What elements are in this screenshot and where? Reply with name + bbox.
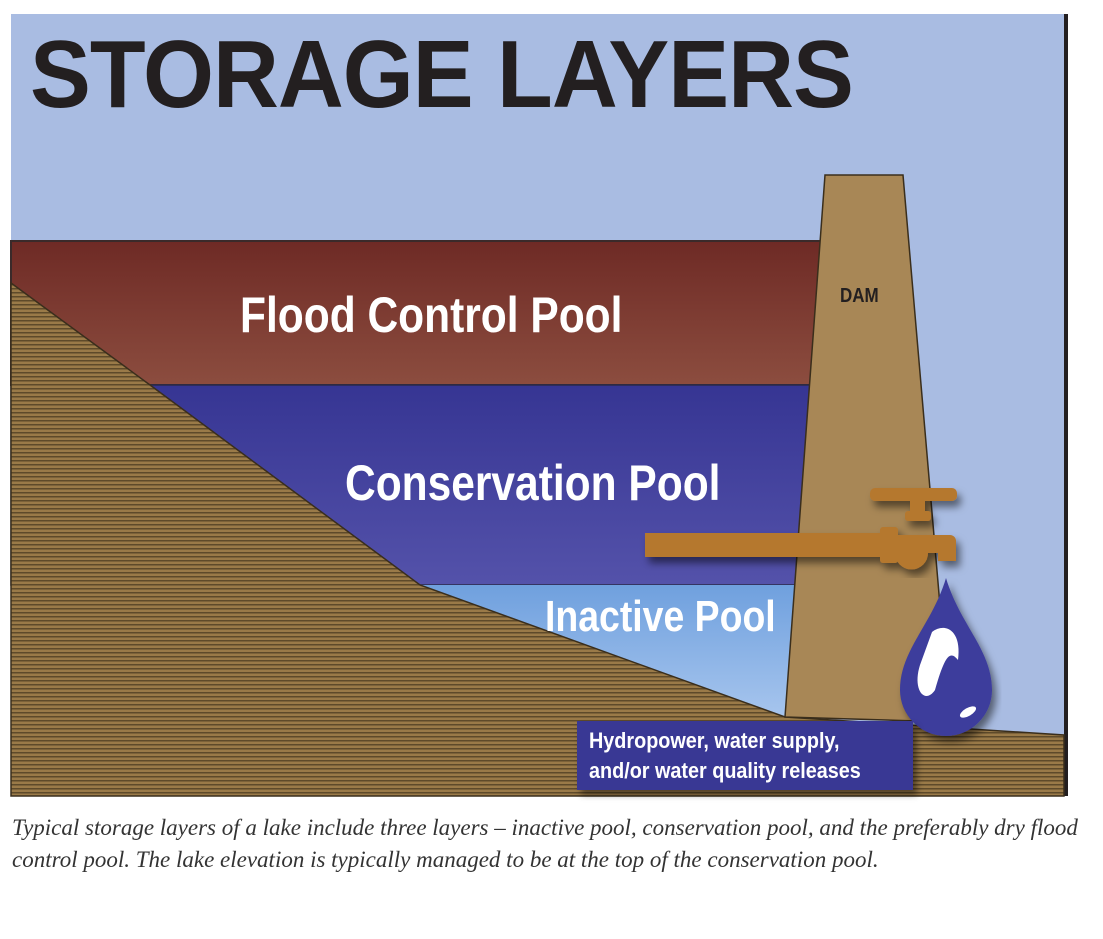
dam-label: DAM <box>840 285 879 307</box>
diagram-graphic <box>10 14 1068 797</box>
releases-callout: Hydropower, water supply, and/or water q… <box>577 721 913 790</box>
valve-pipe-icon <box>645 488 957 570</box>
panel-border <box>1064 14 1068 796</box>
water-drop-icon <box>900 578 992 736</box>
storage-layers-diagram: STORAGE LAYERS Flood Control Pool Conser… <box>10 14 1068 797</box>
figure-caption: Typical storage layers of a lake include… <box>12 815 1078 872</box>
flood-control-pool-label: Flood Control Pool <box>240 287 623 343</box>
releases-line-2: and/or water quality releases <box>589 758 861 783</box>
releases-line-1: Hydropower, water supply, <box>589 728 840 753</box>
inactive-pool-label: Inactive Pool <box>545 592 776 641</box>
conservation-pool-label: Conservation Pool <box>345 455 721 511</box>
flood-control-pool <box>10 240 826 386</box>
page-title: STORAGE LAYERS <box>30 21 854 128</box>
